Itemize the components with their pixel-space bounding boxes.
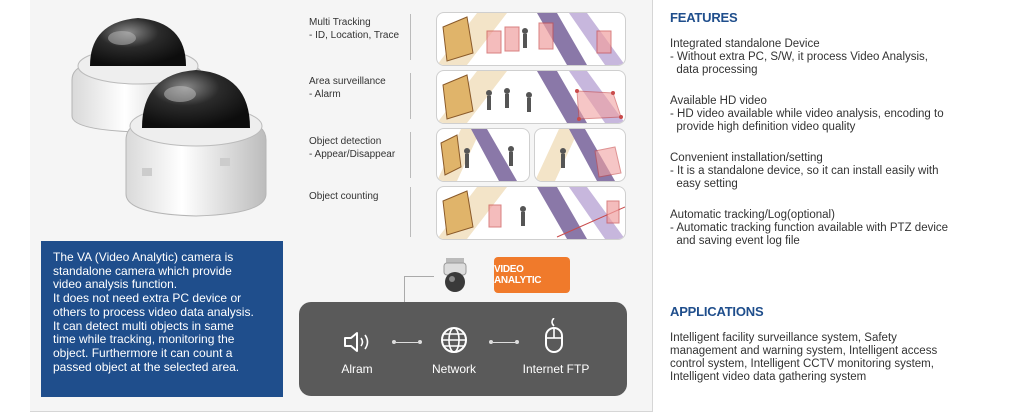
- feature-item-title: Integrated standalone Device: [670, 38, 820, 50]
- ptz-camera-icon: [443, 258, 467, 292]
- info-line: video analysis function.: [53, 277, 178, 292]
- scene-thumbnail: [436, 70, 626, 124]
- feature-object-detection: Object detection - Appear/Disappear: [309, 135, 395, 161]
- applications-line: Intelligent facility surveillance system…: [670, 332, 897, 344]
- features-heading: FEATURES: [670, 10, 738, 25]
- dome-camera-image: [71, 18, 267, 217]
- feature-item-title: Automatic tracking/Log(optional): [670, 209, 835, 221]
- speaker-icon: [344, 332, 369, 352]
- feature-object-counting: Object counting: [309, 190, 379, 203]
- feature-item-line: provide high definition video quality: [670, 121, 856, 133]
- feature-desc: - Alarm: [309, 89, 341, 100]
- divider: [410, 132, 411, 178]
- info-line: time while tracking, monitoring the: [53, 332, 235, 347]
- feature-item-line: easy setting: [670, 178, 738, 190]
- scene-thumbnail: [436, 12, 626, 66]
- connector-dot: [392, 340, 396, 344]
- scene-thumbnail: [534, 128, 626, 182]
- feature-area-surveillance: Area surveillance - Alarm: [309, 75, 386, 101]
- feature-multi-tracking: Multi Tracking - ID, Location, Trace: [309, 16, 399, 42]
- node-label-internet-ftp: Internet FTP: [522, 362, 590, 376]
- node-label-network: Network: [431, 362, 476, 376]
- feature-item-title: Convenient installation/setting: [670, 152, 823, 164]
- applications-line: Intelligent video data gathering system: [670, 371, 867, 383]
- feature-item-line: - Without extra PC, S/W, it process Vide…: [670, 51, 928, 63]
- feature-title: Multi Tracking: [309, 17, 371, 28]
- feature-desc: - ID, Location, Trace: [309, 30, 400, 41]
- feature-item-line: - HD video available while video analysi…: [670, 108, 944, 120]
- connector-line: [404, 276, 434, 277]
- divider: [410, 14, 411, 60]
- feature-item-line: - It is a standalone device, so it can i…: [670, 165, 939, 177]
- feature-title: Area surveillance: [309, 76, 386, 87]
- scene-thumbnail: [436, 128, 530, 182]
- info-line: The VA (Video Analytic) camera is: [53, 250, 234, 264]
- info-line: others to process video data analysis.: [53, 304, 254, 319]
- divider: [410, 187, 411, 237]
- applications-line: control system, Intelligent CCTV monitor…: [670, 358, 934, 370]
- scene-thumbnail: [436, 186, 626, 240]
- applications-line: management and warning system, Intellige…: [670, 345, 938, 357]
- feature-desc: - Appear/Disappear: [309, 149, 396, 160]
- feature-item-line: - Automatic tracking function available …: [670, 222, 949, 234]
- node-label-alram: Alram: [341, 362, 373, 376]
- globe-icon: [441, 327, 467, 353]
- info-box: The VA (Video Analytic) camera is standa…: [41, 241, 283, 397]
- info-line: object. Furthermore it can count a: [53, 345, 233, 360]
- feature-title: Object detection: [309, 136, 382, 147]
- applications-heading: APPLICATIONS: [670, 304, 764, 319]
- feature-item-line: and saving event log file: [670, 235, 800, 247]
- connector-line: [396, 342, 418, 343]
- info-line: passed object at the selected area.: [53, 359, 240, 374]
- feature-title: Object counting: [309, 191, 379, 202]
- info-line: standalone camera which provide: [53, 263, 232, 278]
- info-line: It does not need extra PC device or: [53, 291, 242, 306]
- info-line: It can detect multi objects in same: [53, 318, 234, 333]
- connector-dot: [515, 340, 519, 344]
- divider: [410, 73, 411, 119]
- video-analytic-badge: VIDEO ANALYTIC: [494, 257, 570, 293]
- connector-dot: [418, 340, 422, 344]
- connector-dot: [489, 340, 493, 344]
- feature-item-title: Available HD video: [670, 95, 767, 107]
- mouse-icon: [545, 318, 563, 353]
- connector-line: [493, 342, 515, 343]
- feature-item-line: data processing: [670, 64, 758, 76]
